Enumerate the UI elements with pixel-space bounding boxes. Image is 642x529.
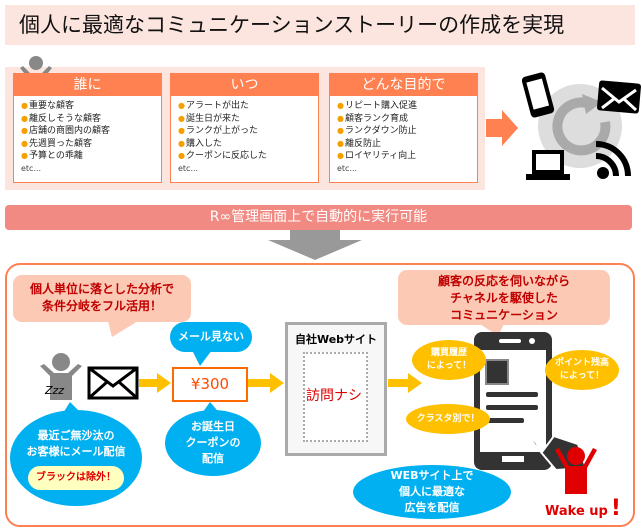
card-header: 誰に <box>14 74 161 96</box>
list-item: クーポンに反応した <box>178 150 318 163</box>
bubble-text: によって！ <box>559 371 605 381</box>
exclude-badge: ブラックは除外！ <box>28 466 124 490</box>
envelope-icon <box>87 366 139 400</box>
awake-person-icon <box>555 447 597 494</box>
wake-up-label: Wake up! <box>545 496 621 521</box>
list-item: 予算との乖離 <box>21 150 161 163</box>
arrow-right-icon <box>248 373 284 393</box>
bubble-birthday: お誕生日クーポンの配信 <box>165 410 261 476</box>
smartphone-icon <box>521 72 555 118</box>
sleeping-person-icon <box>40 353 82 400</box>
bubble-text: 購買履歴 <box>430 348 467 358</box>
laptop-icon <box>526 150 570 180</box>
bubble-text: 最近ご無沙汰の <box>37 429 115 442</box>
list-item: 先週買った顧客 <box>21 138 161 151</box>
list-item: アラートが出た <box>178 100 318 113</box>
bubble-text: お客様にメール配信 <box>26 445 126 458</box>
multichannel-icon <box>521 72 641 180</box>
smartphone-touch-icon <box>474 332 588 472</box>
list-item: ランクが上がった <box>178 125 318 138</box>
no-visit-label: 訪問ナシ <box>306 388 362 404</box>
bubble-web-ads: WEBサイト上で個人に最適な広告を配信 <box>353 465 511 519</box>
bubble-text: 個人に最適な <box>399 485 465 498</box>
bubble-point-balance: ポイント残高によって！ <box>545 350 619 390</box>
sleep-label: Zzz <box>45 384 65 397</box>
arrow-right-icon <box>486 110 518 146</box>
list-item: ランクダウン防止 <box>337 125 477 138</box>
bubble-text: メール見ない <box>178 330 244 343</box>
callout-text: 顧客の反応を伺いながら <box>437 274 570 288</box>
bubble-text: 広告を配信 <box>404 501 460 514</box>
card-header: いつ <box>171 74 318 96</box>
wake-text: Wake up <box>545 504 608 519</box>
coupon-box: ¥300 <box>172 367 248 402</box>
bubble-purchase-history: 購買履歴によって！ <box>412 340 486 380</box>
page-title: 個人に最適なコミュニケーションストーリーの作成を実現 <box>5 5 635 45</box>
arrow-down-icon <box>268 230 362 260</box>
bubble-text: WEBサイト上で <box>390 469 474 482</box>
callout-text: 個人単位に落とした分析で <box>29 282 174 296</box>
list-item: ロイヤリティ向上 <box>337 150 477 163</box>
callout-text: チャネルを駆使した <box>450 291 558 305</box>
list-item: 購入した <box>178 138 318 151</box>
callout-analysis: 個人単位に落とした分析で条件分岐をフル活用！ <box>13 275 191 322</box>
rss-icon <box>595 141 631 179</box>
card-header: どんな目的で <box>330 74 477 96</box>
callout-channels: 顧客の反応を伺いながらチャネルを駆使したコミュニケーション <box>398 270 610 325</box>
list-item: 重要な顧客 <box>21 100 161 113</box>
automation-banner: R∞管理画面上で自動的に実行可能 <box>5 205 632 230</box>
exclamation-mark: ! <box>610 496 621 521</box>
card-who: 誰に 重要な顧客離反しそうな顧客店舗の商圏内の顧客先週買った顧客予算との乖離 e… <box>13 73 162 183</box>
callout-text: コミュニケーション <box>450 308 558 322</box>
list-item: 顧客ランク育成 <box>337 113 477 126</box>
bubble-text: お誕生日 <box>191 420 235 433</box>
bubble-text: クーポンの <box>185 436 241 449</box>
list-item: 誕生日が来た <box>178 113 318 126</box>
arrow-right-icon <box>139 373 171 393</box>
bubble-cluster: クラスタ別で！ <box>406 404 490 434</box>
bubble-text: 配信 <box>202 452 224 465</box>
website-box: 自社Webサイト 訪問ナシ <box>285 322 387 456</box>
list-item: リピート購入促進 <box>337 100 477 113</box>
etc-label: etc... <box>21 163 42 173</box>
list-item: 離反しそうな顧客 <box>21 113 161 126</box>
callout-text: 条件分岐をフル活用！ <box>41 299 162 313</box>
bubble-text: クラスタ別で！ <box>416 413 480 424</box>
etc-label: etc... <box>337 163 358 173</box>
bubble-dormant-mail: 最近ご無沙汰のお客様にメール配信 ブラックは除外！ <box>10 410 142 506</box>
mail-icon <box>597 80 641 114</box>
arrow-right-icon <box>388 373 422 393</box>
bubble-text: によって！ <box>426 361 472 371</box>
list-item: 離反防止 <box>337 138 477 151</box>
bubble-tail <box>192 350 212 366</box>
callout-tail <box>108 321 138 337</box>
flow-panel <box>5 263 635 527</box>
bubble-text: ポイント残高 <box>554 358 609 368</box>
card-purpose: どんな目的で リピート購入促進顧客ランク育成ランクダウン防止離反防止ロイヤリティ… <box>329 73 478 183</box>
list-item: 店舗の商圏内の顧客 <box>21 125 161 138</box>
card-when: いつ アラートが出た誕生日が来たランクが上がった購入したクーポンに反応した et… <box>170 73 319 183</box>
website-title: 自社Webサイト <box>294 333 378 346</box>
bubble-no-read: メール見ない <box>170 322 252 352</box>
etc-label: etc... <box>178 163 199 173</box>
